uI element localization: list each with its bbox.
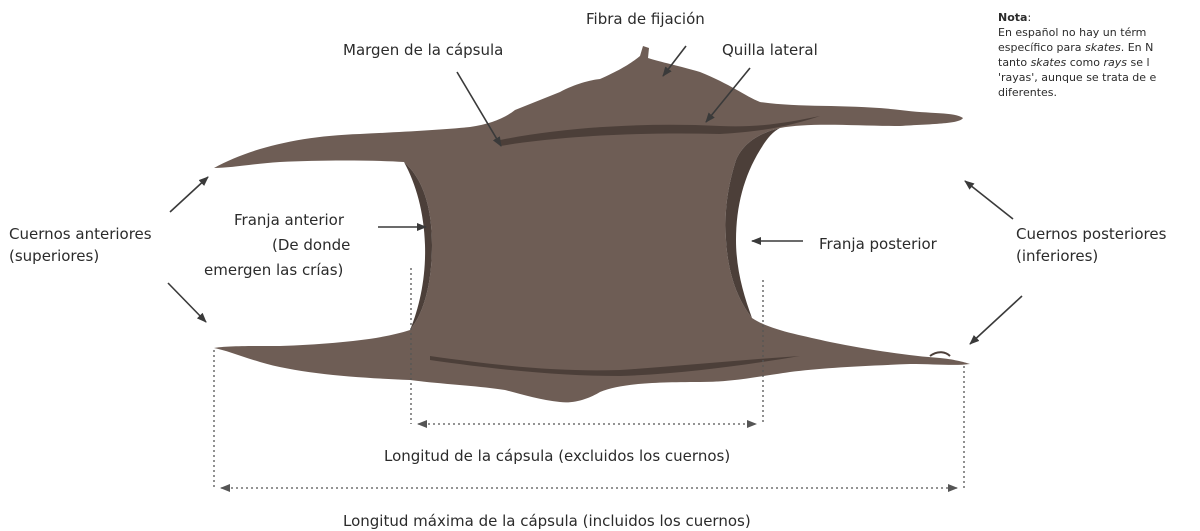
arrow-cuerno-post-sup: [965, 181, 1013, 219]
note-box: Nota: En español no hay un térm específi…: [998, 10, 1200, 100]
label-quilla-lateral: Quilla lateral: [722, 40, 818, 60]
arrow-cuerno-post-inf: [970, 296, 1022, 344]
arrow-cuerno-ant-sup: [170, 177, 208, 212]
label-inferiores: (inferiores): [1016, 246, 1098, 266]
label-franja-anterior: Franja anterior: [234, 210, 344, 230]
note-line-3: tanto skates como rays se l: [998, 55, 1200, 70]
label-fibra-de-fijacion: Fibra de fijación: [586, 9, 705, 29]
note-line-5: diferentes.: [998, 85, 1200, 100]
note-line-4: 'rayas', aunque se trata de e: [998, 70, 1200, 85]
note-colon: :: [1027, 11, 1031, 24]
note-line-2: específico para skates. En N: [998, 40, 1200, 55]
label-cuernos-anteriores: Cuernos anteriores: [9, 224, 152, 244]
horn-curl: [930, 352, 950, 356]
label-longitud-maxima: Longitud máxima de la cápsula (incluidos…: [343, 511, 751, 531]
arrow-cuerno-ant-inf: [168, 283, 206, 322]
label-longitud-capsula: Longitud de la cápsula (excluidos los cu…: [384, 446, 730, 466]
label-de-donde: (De donde: [272, 235, 350, 255]
note-title: Nota: [998, 11, 1027, 24]
label-cuernos-posteriores: Cuernos posteriores: [1016, 224, 1166, 244]
label-margen-capsula: Margen de la cápsula: [343, 40, 503, 60]
label-superiores: (superiores): [9, 246, 99, 266]
label-franja-posterior: Franja posterior: [819, 234, 937, 254]
label-emergen-crias: emergen las crías): [204, 260, 343, 280]
note-line-1: En español no hay un térm: [998, 25, 1200, 40]
